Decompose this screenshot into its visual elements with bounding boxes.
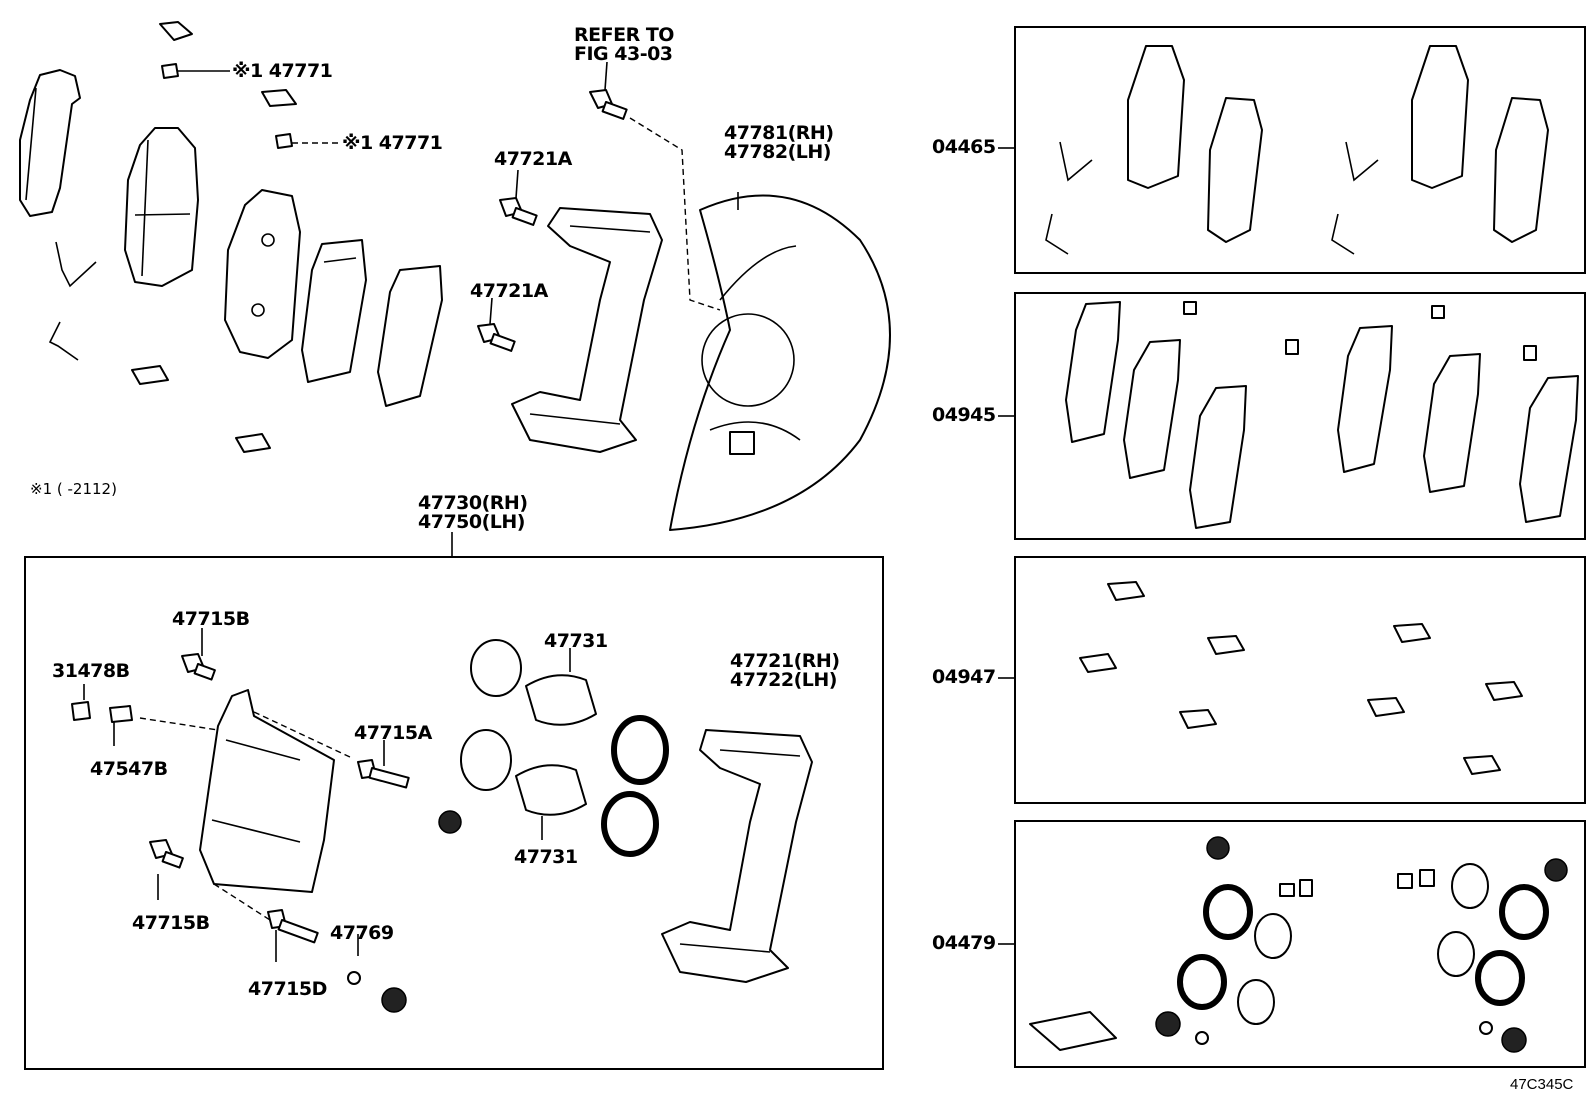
- part-label-dust-cover[interactable]: 47781(RH) 47782(LH): [724, 124, 834, 162]
- pad-shim-1: [301, 239, 367, 383]
- part-label-47769[interactable]: 47769: [330, 922, 394, 944]
- kit-04947-clips: [1079, 581, 1523, 775]
- bolt-refer: [589, 61, 721, 311]
- part-label-47715b-top[interactable]: 47715B: [172, 608, 250, 630]
- kit-04945-frame: [1014, 292, 1586, 540]
- anti-squeal-shim-left: [19, 69, 81, 217]
- disc-dust-cover: [669, 192, 891, 531]
- mounting-bracket-bottom: [661, 729, 813, 983]
- kit-label-04479[interactable]: 04479: [932, 932, 996, 954]
- bolt-47721a-mid: [477, 297, 516, 352]
- piston-seals-and-pistons: [460, 639, 669, 857]
- part-label-47715d[interactable]: 47715D: [248, 978, 327, 1000]
- pad-wear-clip-1: [48, 241, 97, 361]
- kit-leaders: [998, 147, 1014, 945]
- part-label-mounting-bracket[interactable]: 47721(RH) 47722(LH): [730, 652, 840, 690]
- part-label-47715b-bottom[interactable]: 47715B: [132, 912, 210, 934]
- kit-04947-frame: [1014, 556, 1586, 804]
- part-label-47731-bottom[interactable]: 47731: [514, 846, 578, 868]
- part-label-47731-top[interactable]: 47731: [544, 630, 608, 652]
- part-label-47547b[interactable]: 47547B: [90, 758, 168, 780]
- caliper-assembly-frame: [24, 556, 884, 1070]
- mounting-lh: 47722(LH): [730, 669, 837, 691]
- dust-cover-lh: 47782(LH): [724, 141, 831, 163]
- part-label-caliper-assembly[interactable]: 47730(RH) 47750(LH): [418, 494, 528, 532]
- kit-04479-seals: [1029, 836, 1568, 1053]
- part-label-47771-b[interactable]: ※1 47771: [342, 132, 443, 154]
- pad-shim-2: [377, 265, 443, 407]
- bolt-47721a-top: [499, 169, 538, 226]
- refer-line-2: FIG 43-03: [574, 43, 673, 65]
- caliper-body: [199, 689, 335, 893]
- mounting-bracket-top: [511, 207, 663, 453]
- kit-04479-frame: [1014, 820, 1586, 1068]
- caliper-assembly-lh: 47750(LH): [418, 511, 525, 533]
- brake-pad-inner: [224, 189, 301, 359]
- kit-04945-shims: [1065, 301, 1579, 529]
- caliper-leaders: [83, 628, 571, 962]
- kit-04465-pads: [1045, 45, 1549, 255]
- part-label-47715a[interactable]: 47715A: [354, 722, 432, 744]
- diagram-code: 47C345C: [1510, 1076, 1574, 1093]
- footnote: ※1 ( -2112): [30, 480, 117, 498]
- clip-small-icons: [131, 21, 297, 453]
- refer-to-fig-link[interactable]: REFER TO FIG 43-03: [574, 26, 674, 64]
- kit-label-04465[interactable]: 04465: [932, 136, 996, 158]
- caliper-assembly-rh: 47730(RH): [418, 492, 528, 514]
- brake-pad-outer: [124, 127, 199, 287]
- caliper-small-parts: [71, 653, 462, 1013]
- dust-cover-rh: 47781(RH): [724, 122, 834, 144]
- kit-04465-frame: [1014, 26, 1586, 274]
- part-label-47721a-top[interactable]: 47721A: [494, 148, 572, 170]
- mounting-rh: 47721(RH): [730, 650, 840, 672]
- part-label-47721a-mid[interactable]: 47721A: [470, 280, 548, 302]
- refer-line-1: REFER TO: [574, 24, 674, 46]
- kit-label-04947[interactable]: 04947: [932, 666, 996, 688]
- part-label-47771-a[interactable]: ※1 47771: [232, 60, 333, 82]
- kit-label-04945[interactable]: 04945: [932, 404, 996, 426]
- part-label-31478b[interactable]: 31478B: [52, 660, 130, 682]
- leader-lines-top: [178, 70, 340, 144]
